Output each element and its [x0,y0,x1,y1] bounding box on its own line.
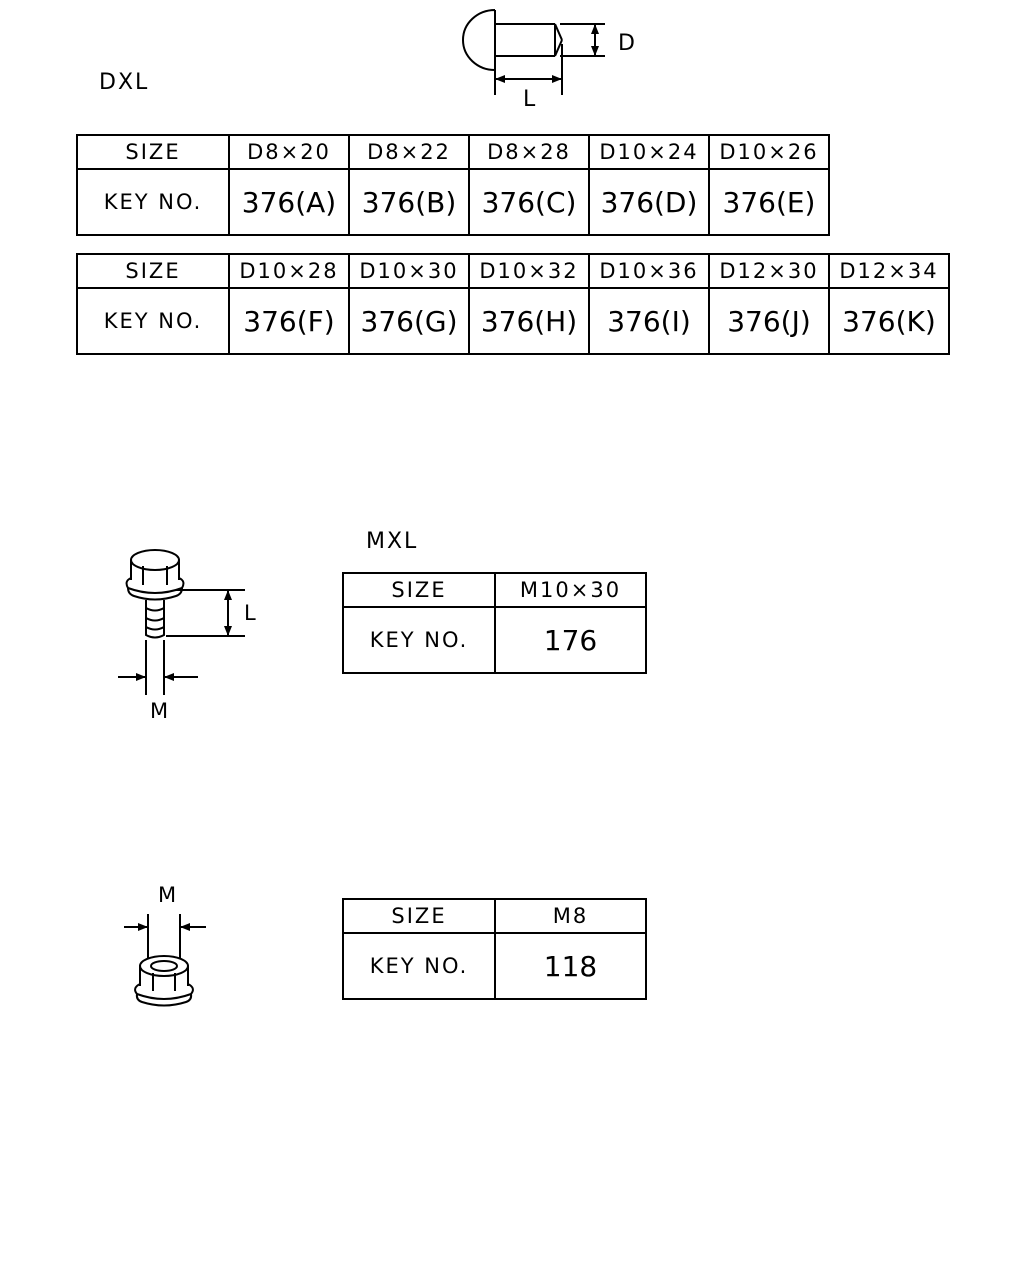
dimension-label-d: D [618,31,635,56]
size-cell: D10×28 [228,253,350,289]
dxl-size-table-2: SIZE D10×28 D10×30 D10×32 D10×36 D12×30 … [76,253,950,355]
key-cell: 118 [494,932,647,1000]
key-cell: 376(J) [708,287,830,355]
size-cell: D8×20 [228,134,350,170]
dimension-label-l: L [523,87,536,110]
row-label-size: SIZE [76,253,230,289]
row-label-size: SIZE [342,572,496,608]
dimension-label-m: M [150,699,168,723]
flange-nut-diagram: M [124,883,206,1007]
size-cell: D8×22 [348,134,470,170]
key-cell: 376(G) [348,287,470,355]
key-cell: 376(K) [828,287,950,355]
row-label-key-no: KEY NO. [76,287,230,355]
row-label-key-no: KEY NO. [342,932,496,1000]
mxl-size-table: SIZE M10×30 KEY NO. 176 [342,572,647,674]
row-label-key-no: KEY NO. [76,168,230,236]
row-label-size: SIZE [342,898,496,934]
key-cell: 376(E) [708,168,830,236]
section-title-mxl: MXL [366,529,419,554]
size-cell: D10×26 [708,134,830,170]
size-cell: D12×30 [708,253,830,289]
size-cell: D10×36 [588,253,710,289]
dxl-size-table-1: SIZE D8×20 D8×22 D8×28 D10×24 D10×26 KEY… [76,134,830,236]
key-cell: 376(B) [348,168,470,236]
size-cell: D10×24 [588,134,710,170]
section-title-dxl: DXL [99,70,150,95]
row-label-size: SIZE [76,134,230,170]
size-cell: D8×28 [468,134,590,170]
key-cell: 376(C) [468,168,590,236]
size-cell: M10×30 [494,572,647,608]
dimension-label-m: M [158,883,176,907]
key-cell: 376(D) [588,168,710,236]
key-cell: 376(F) [228,287,350,355]
key-cell: 376(I) [588,287,710,355]
flange-bolt-diagram: L M [118,549,256,723]
key-cell: 376(A) [228,168,350,236]
size-cell: M8 [494,898,647,934]
rivet-diagram: D L [462,9,635,110]
key-cell: 376(H) [468,287,590,355]
row-label-key-no: KEY NO. [342,606,496,674]
size-cell: D12×34 [828,253,950,289]
key-cell: 176 [494,606,647,674]
size-cell: D10×32 [468,253,590,289]
nut-size-table: SIZE M8 KEY NO. 118 [342,898,647,1000]
dimension-label-l: L [244,601,256,625]
size-cell: D10×30 [348,253,470,289]
